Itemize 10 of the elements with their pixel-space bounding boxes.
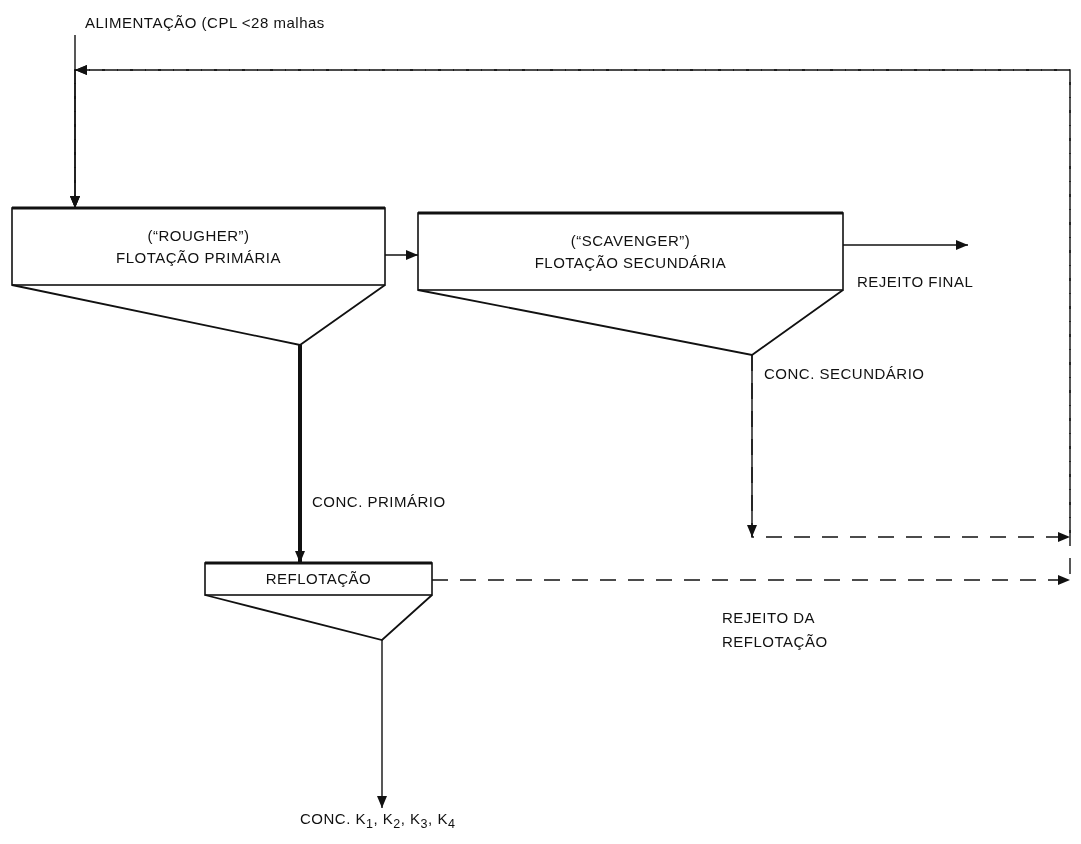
stream-label: CONC. K$_{1}$, K$_{2}$, K$_{3}$, K$_{4}$ [300,810,456,831]
cell-label: FLOTAÇÃO PRIMÁRIA [116,247,281,268]
flotation-cell [205,563,432,640]
cell-label: (“ROUGHER”) [147,225,250,246]
cell-label: (“SCAVENGER”) [570,230,691,251]
cell-label: FLOTAÇÃO SECUNDÁRIA [534,252,727,273]
stream-label: ALIMENTAÇÃO (CPL <28 malhas [85,14,325,31]
cell-label: REFLOTAÇÃO [265,569,372,589]
flotation-cell [12,208,385,345]
flotation-cell [418,213,843,355]
